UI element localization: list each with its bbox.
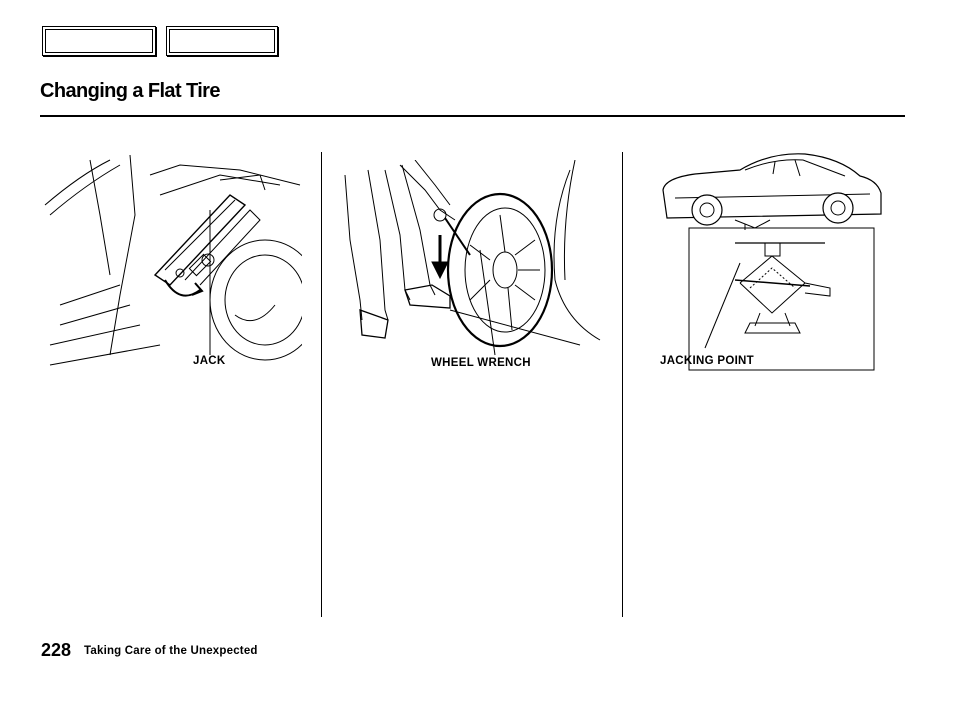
jacking-point-illustration	[655, 148, 890, 373]
wheel-wrench-callout-label: WHEEL WRENCH	[431, 357, 531, 369]
jacking-point-callout-label: JACKING POINT	[660, 355, 754, 367]
page-number: 228	[41, 640, 72, 660]
column-divider	[622, 152, 623, 617]
previous-page-button[interactable]	[42, 26, 156, 56]
title-divider	[40, 115, 905, 117]
jack-callout-label: JACK	[193, 355, 226, 367]
column-divider	[321, 152, 322, 617]
section-title: Taking Care of the Unexpected	[84, 645, 258, 657]
jack-stowage-illustration	[40, 155, 302, 370]
page-title: Changing a Flat Tire	[40, 80, 220, 102]
wheel-wrench-illustration	[340, 160, 610, 360]
next-page-button[interactable]	[166, 26, 278, 56]
